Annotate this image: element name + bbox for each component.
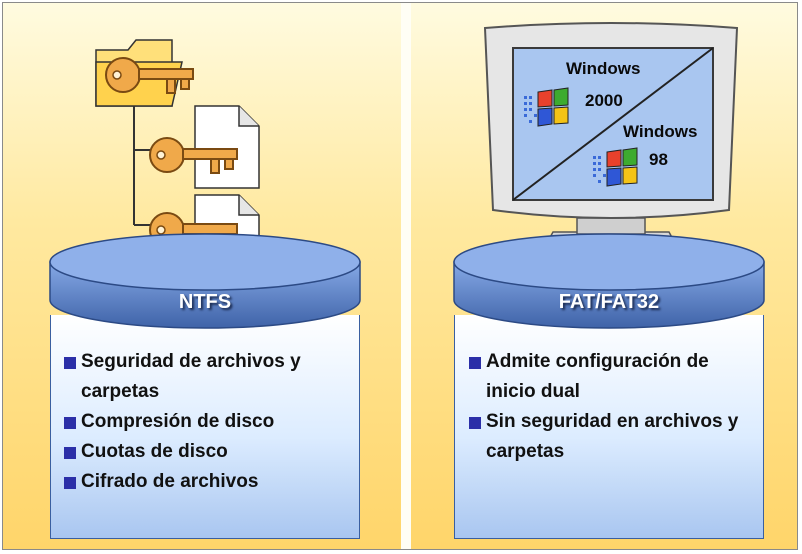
ntfs-panel: NTFS Seguridad de archivos y carpetas Co… (49, 39, 361, 539)
key-icon (105, 57, 194, 94)
fat-disk-body (454, 315, 764, 539)
os-top-name: Windows (566, 59, 641, 78)
fat-disk-top (453, 233, 765, 329)
bullet-square-icon (469, 357, 481, 369)
fat-panel: Windows 2000 Windows 98 FAT/FAT32 Admite… (401, 0, 802, 554)
key-icon (149, 137, 238, 174)
bullet-square-icon (469, 417, 481, 429)
os-top-version: 2000 (585, 91, 623, 110)
os-bottom-version: 98 (649, 150, 668, 169)
list-item: Sin seguridad en archivos y carpetas (469, 407, 754, 467)
ntfs-feature-list: Seguridad de archivos y carpetas Compres… (64, 347, 354, 497)
list-item: Seguridad de archivos y carpetas (64, 347, 354, 407)
bullet-square-icon (64, 357, 76, 369)
bullet-square-icon (64, 417, 76, 429)
column-divider (401, 3, 411, 549)
ntfs-disk-label: NTFS (178, 291, 232, 313)
monitor-icon (483, 22, 739, 255)
list-item: Cuotas de disco (64, 437, 354, 467)
list-item: Cifrado de archivos (64, 467, 354, 497)
list-item: Admite configuración de inicio dual (469, 347, 754, 407)
ntfs-disk-top (49, 233, 361, 329)
fat-disk-label: FAT/FAT32 (558, 291, 660, 313)
fat-feature-list: Admite configuración de inicio dual Sin … (469, 347, 754, 467)
ntfs-disk-body (50, 315, 360, 539)
list-item: Compresión de disco (64, 407, 354, 437)
windows-logo-icon (593, 147, 638, 187)
bullet-square-icon (64, 447, 76, 459)
bullet-square-icon (64, 477, 76, 489)
os-bottom-name: Windows (623, 122, 698, 141)
windows-logo-icon (524, 87, 569, 127)
